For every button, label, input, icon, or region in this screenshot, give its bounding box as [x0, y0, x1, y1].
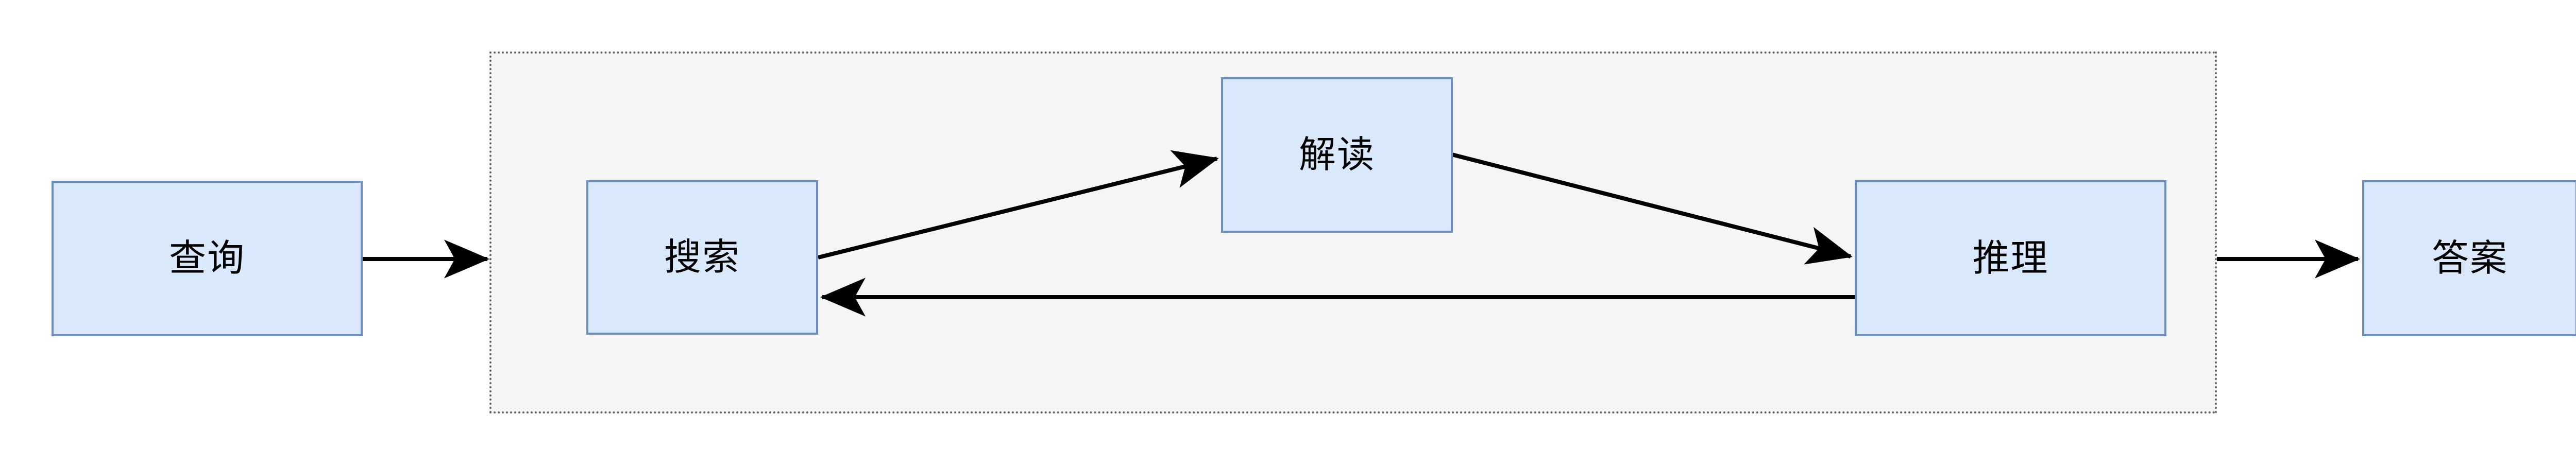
node-query[interactable]: 查询 [52, 181, 363, 336]
node-reason-label: 推理 [1972, 237, 2049, 279]
node-answer[interactable]: 答案 [2362, 180, 2576, 336]
node-reason[interactable]: 推理 [1855, 180, 2166, 336]
node-query-label: 查询 [168, 238, 245, 279]
node-interpret[interactable]: 解读 [1221, 77, 1453, 233]
node-answer-label: 答案 [2431, 237, 2508, 279]
node-search[interactable]: 搜索 [586, 180, 818, 335]
node-interpret-label: 解读 [1298, 134, 1375, 176]
node-search-label: 搜索 [664, 237, 740, 278]
